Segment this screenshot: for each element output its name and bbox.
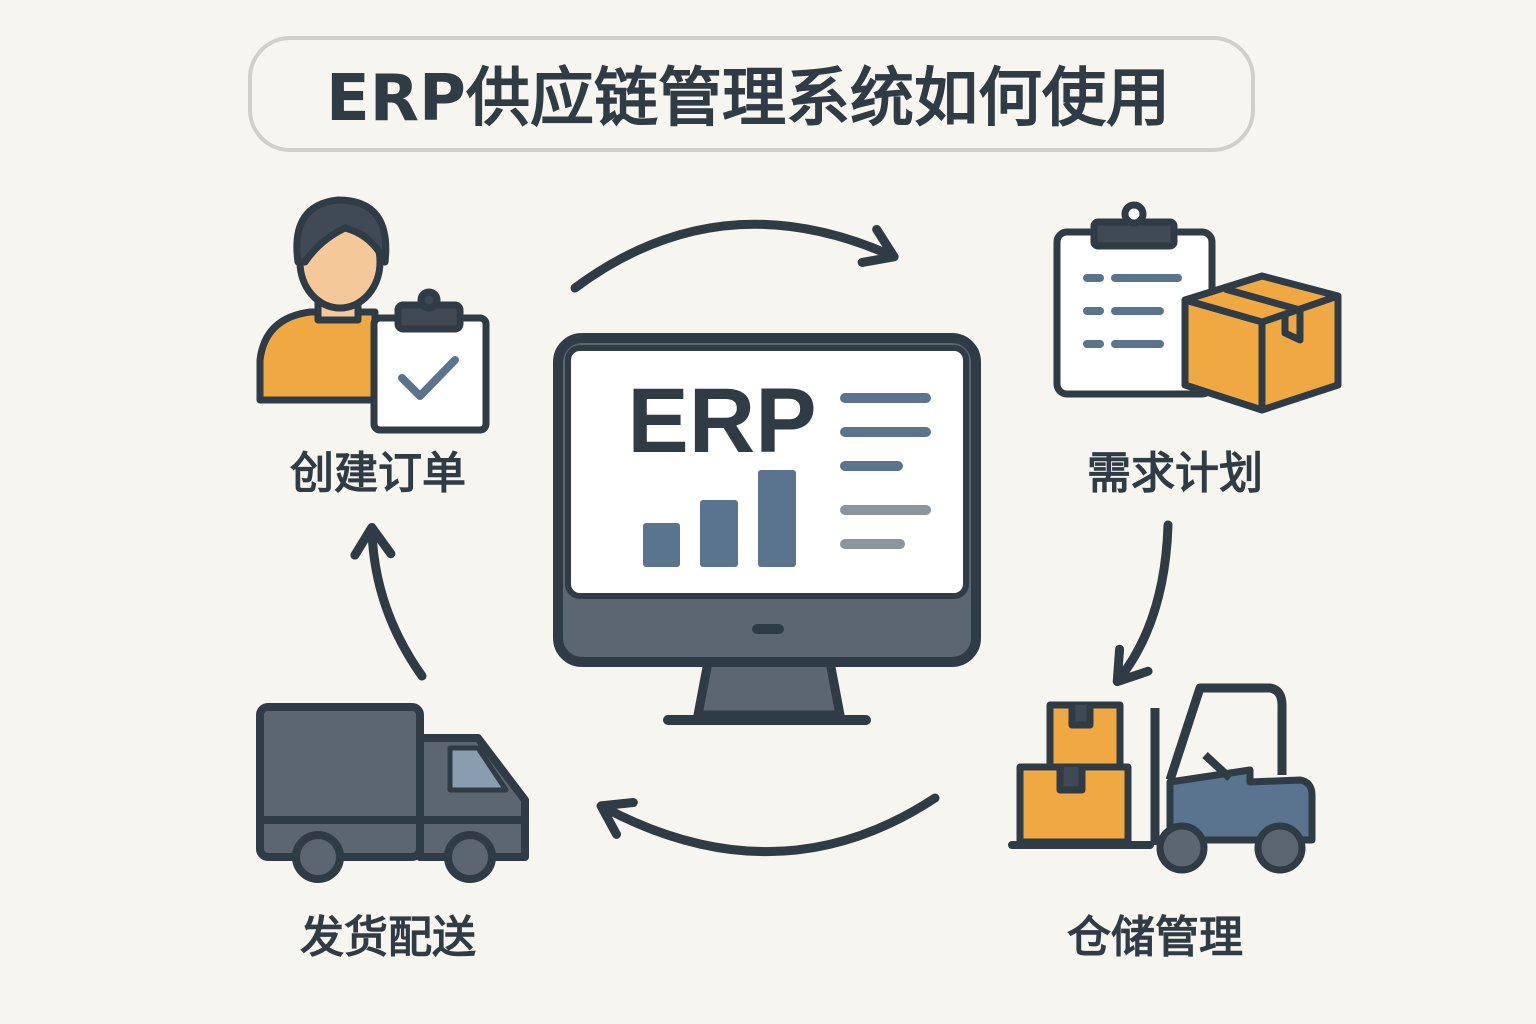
forklift-boxes-icon	[1008, 683, 1316, 874]
step-label-create-order: 创建订单	[290, 448, 466, 499]
erp-monitor-icon: ERP	[553, 333, 981, 725]
arrow-right	[1112, 520, 1173, 687]
clipboard-box-icon	[1053, 201, 1342, 414]
screen-erp-text: ERP	[627, 370, 816, 472]
arrow-left	[350, 523, 427, 681]
arrow-bottom	[596, 793, 940, 857]
step-label-shipping-delivery: 发货配送	[300, 912, 476, 963]
arrow-top	[570, 219, 899, 293]
truck-icon	[256, 703, 529, 883]
list-lines-icon	[840, 393, 931, 549]
person-clipboard-icon	[256, 196, 490, 434]
cycle-arrows	[350, 219, 1173, 857]
step-label-demand-planning: 需求计划	[1087, 448, 1263, 499]
title-box: ERP供应链管理系统如何使用	[248, 36, 1255, 152]
page-title: ERP供应链管理系统如何使用	[326, 62, 1170, 136]
step-label-warehouse-management: 仓储管理	[1067, 912, 1243, 963]
bar-chart-icon	[643, 470, 796, 567]
